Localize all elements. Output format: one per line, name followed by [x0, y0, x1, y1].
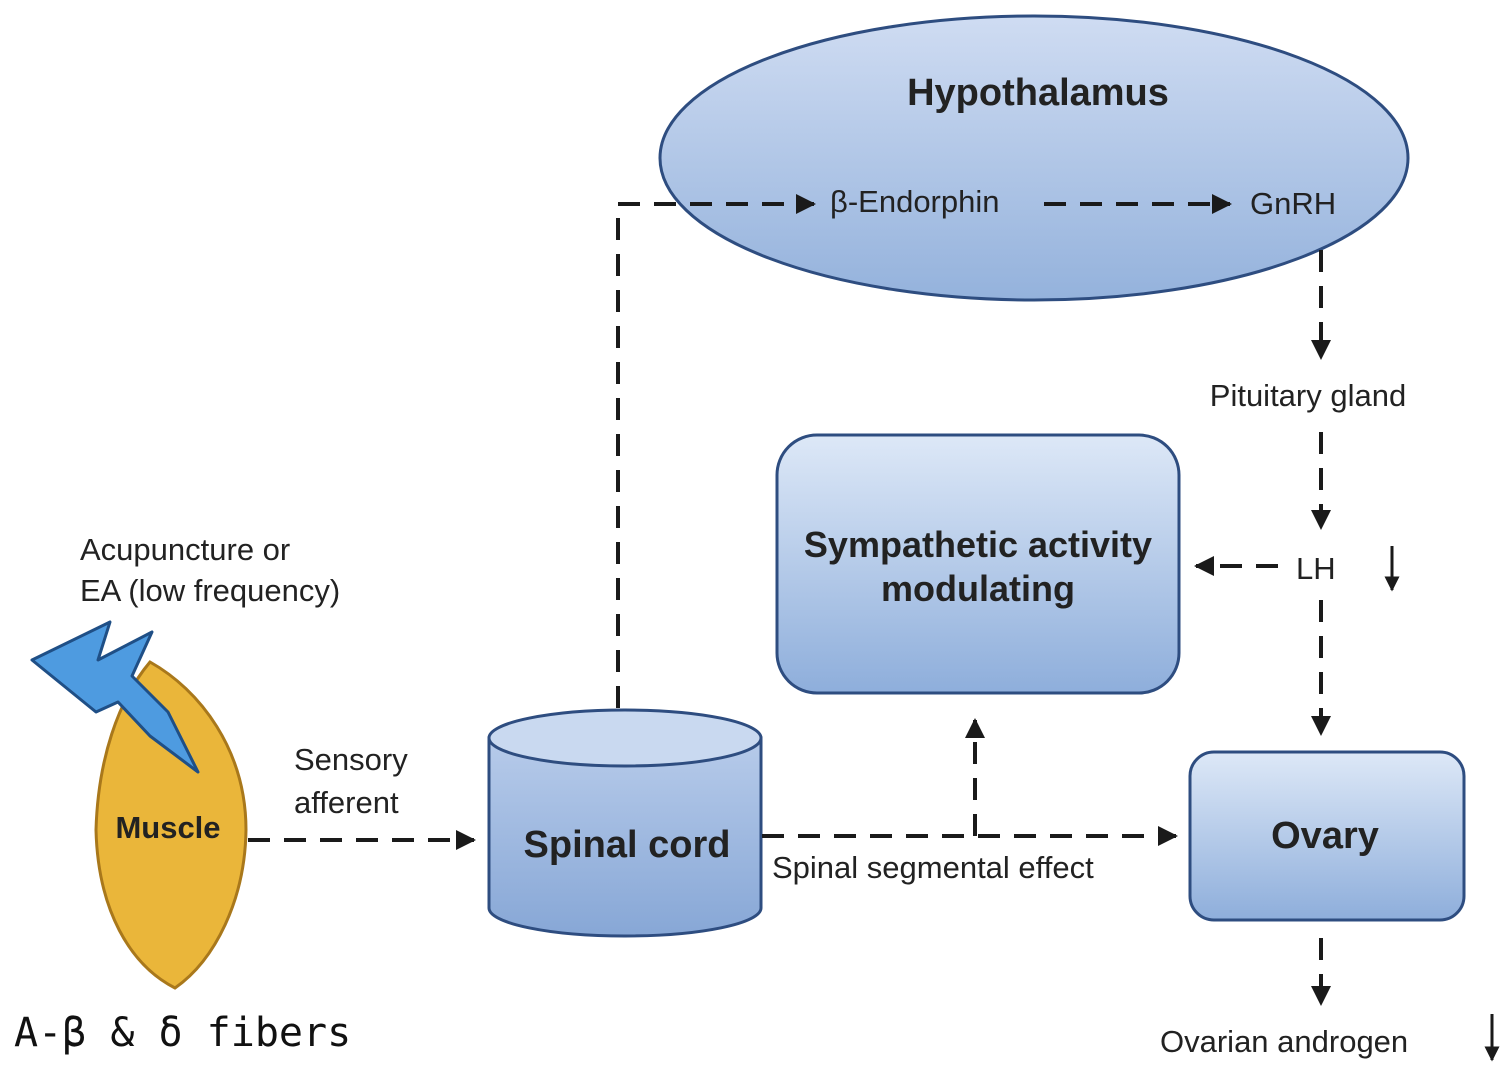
lh-label: LH: [1296, 551, 1336, 586]
hypothalamus-label: Hypothalamus: [907, 72, 1169, 114]
hypothalamus-node: [658, 14, 1410, 302]
gnrh-label: GnRH: [1250, 186, 1336, 221]
sensory-afferent-label-line1: Sensory: [294, 742, 408, 777]
ovarian-androgen-label: Ovarian androgen: [1160, 1024, 1408, 1059]
spinal-segmental-effect-label: Spinal segmental effect: [772, 850, 1094, 885]
sympathetic-label-line2: modulating: [881, 568, 1075, 609]
ovary-label: Ovary: [1271, 815, 1379, 857]
acupuncture-label-line2: EA (low frequency): [80, 573, 340, 608]
fibers-annotation: A-β & δ fibers: [14, 1010, 351, 1056]
spinal-cord-node: [487, 708, 763, 938]
sympathetic-node: [775, 433, 1181, 695]
beta-endorphin-label: β-Endorphin: [830, 184, 1000, 219]
sympathetic-label-line1: Sympathetic activity: [804, 524, 1152, 565]
acupuncture-label-line1: Acupuncture or: [80, 532, 290, 567]
lightning-bolt-icon: [30, 620, 200, 774]
muscle-node: [94, 660, 248, 990]
arrow-spinal-cord-to-beta-endorphin: [616, 194, 816, 708]
ovary-node: [1188, 750, 1466, 922]
spinal-cord-label: Spinal cord: [524, 824, 731, 866]
muscle-label: Muscle: [115, 810, 220, 845]
pituitary-gland-label: Pituitary gland: [1210, 378, 1406, 413]
sensory-afferent-label-line2: afferent: [294, 785, 399, 820]
